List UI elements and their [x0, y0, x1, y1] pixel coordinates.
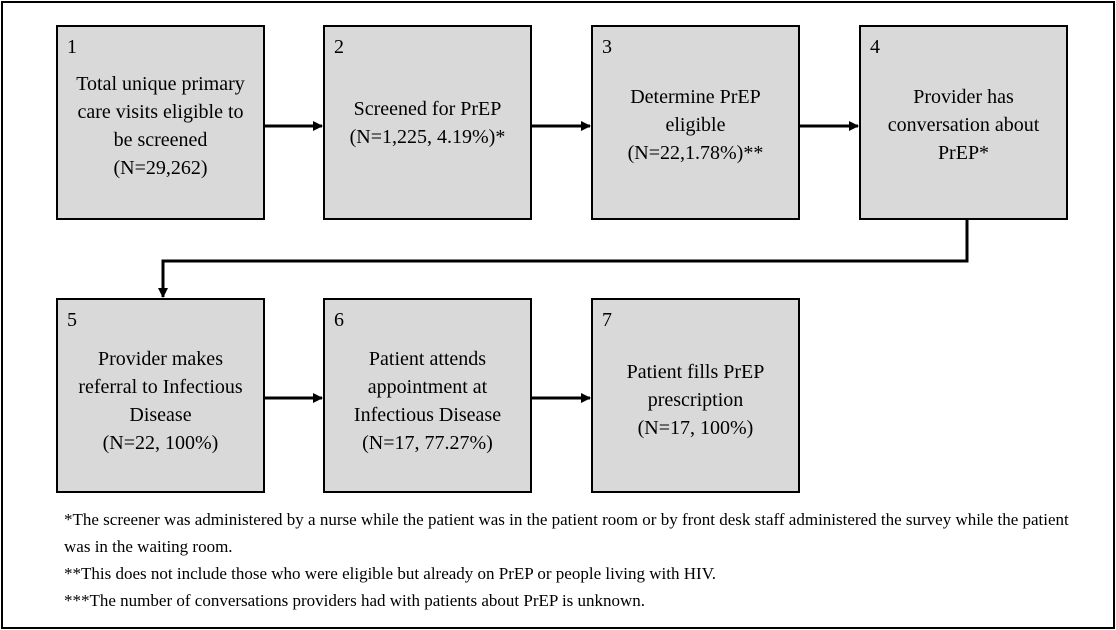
step-number: 6 [334, 309, 344, 331]
step-box-3: 3 Determine PrEP eligible (N=22,1.78%)** [591, 25, 800, 220]
step-line: Screened for PrEP [353, 98, 502, 120]
step-text: Determine PrEP eligible (N=22,1.78%)** [597, 83, 794, 167]
step-line: PrEP* [937, 142, 990, 164]
footnotes: *The screener was administered by a nurs… [64, 506, 1074, 614]
step-line: appointment at [367, 376, 488, 398]
step-text: Provider makes referral to Infectious Di… [62, 345, 259, 457]
step-line: Patient attends [368, 348, 487, 370]
arrow-4-to-5 [158, 220, 969, 298]
step-line: be screened [113, 129, 208, 151]
step-line: prescription [647, 389, 744, 411]
step-line: Provider has [913, 86, 1014, 108]
step-number: 7 [602, 309, 612, 331]
step-line: Determine PrEP [630, 86, 761, 108]
step-line: conversation about [887, 114, 1040, 136]
step-count: (N=29,262) [113, 157, 208, 179]
step-text: Patient fills PrEP prescription (N=17, 1… [597, 358, 794, 442]
step-count: (N=22, 100%) [102, 432, 219, 454]
step-box-2: 2 Screened for PrEP (N=1,225, 4.19%)* [323, 25, 532, 220]
step-count: (N=17, 77.27%) [362, 432, 493, 454]
step-number: 4 [870, 36, 880, 58]
step-box-1: 1 Total unique primary care visits eligi… [56, 25, 265, 220]
step-line: Patient fills PrEP [626, 361, 765, 383]
step-box-6: 6 Patient attends appointment at Infecti… [323, 298, 532, 493]
step-text: Total unique primary care visits eligibl… [62, 70, 259, 182]
step-number: 2 [334, 36, 344, 58]
step-text: Patient attends appointment at Infectiou… [329, 345, 526, 457]
step-line: care visits eligible to [77, 101, 244, 123]
step-line: Disease [129, 404, 192, 426]
step-line: Infectious Disease [353, 404, 502, 426]
step-number: 5 [67, 309, 77, 331]
footnote-screener: *The screener was administered by a nurs… [64, 510, 1069, 556]
step-count: (N=17, 100%) [637, 417, 754, 439]
step-line: referral to Infectious [78, 376, 243, 398]
step-box-4: 4 Provider has conversation about PrEP* [859, 25, 1068, 220]
step-text: Screened for PrEP (N=1,225, 4.19%)* [329, 95, 526, 151]
step-number: 3 [602, 36, 612, 58]
footnote-conversations: ***The number of conversations providers… [64, 591, 646, 610]
footnote-eligibility: **This does not include those who were e… [64, 564, 717, 583]
step-box-7: 7 Patient fills PrEP prescription (N=17,… [591, 298, 800, 493]
step-count: (N=1,225, 4.19%)* [349, 126, 506, 148]
step-number: 1 [67, 36, 77, 58]
step-count: (N=22,1.78%)** [627, 142, 764, 164]
step-line: Total unique primary [76, 73, 245, 95]
step-line: eligible [665, 114, 726, 136]
step-line: Provider makes [98, 348, 223, 370]
step-box-5: 5 Provider makes referral to Infectious … [56, 298, 265, 493]
step-text: Provider has conversation about PrEP* [865, 83, 1062, 167]
